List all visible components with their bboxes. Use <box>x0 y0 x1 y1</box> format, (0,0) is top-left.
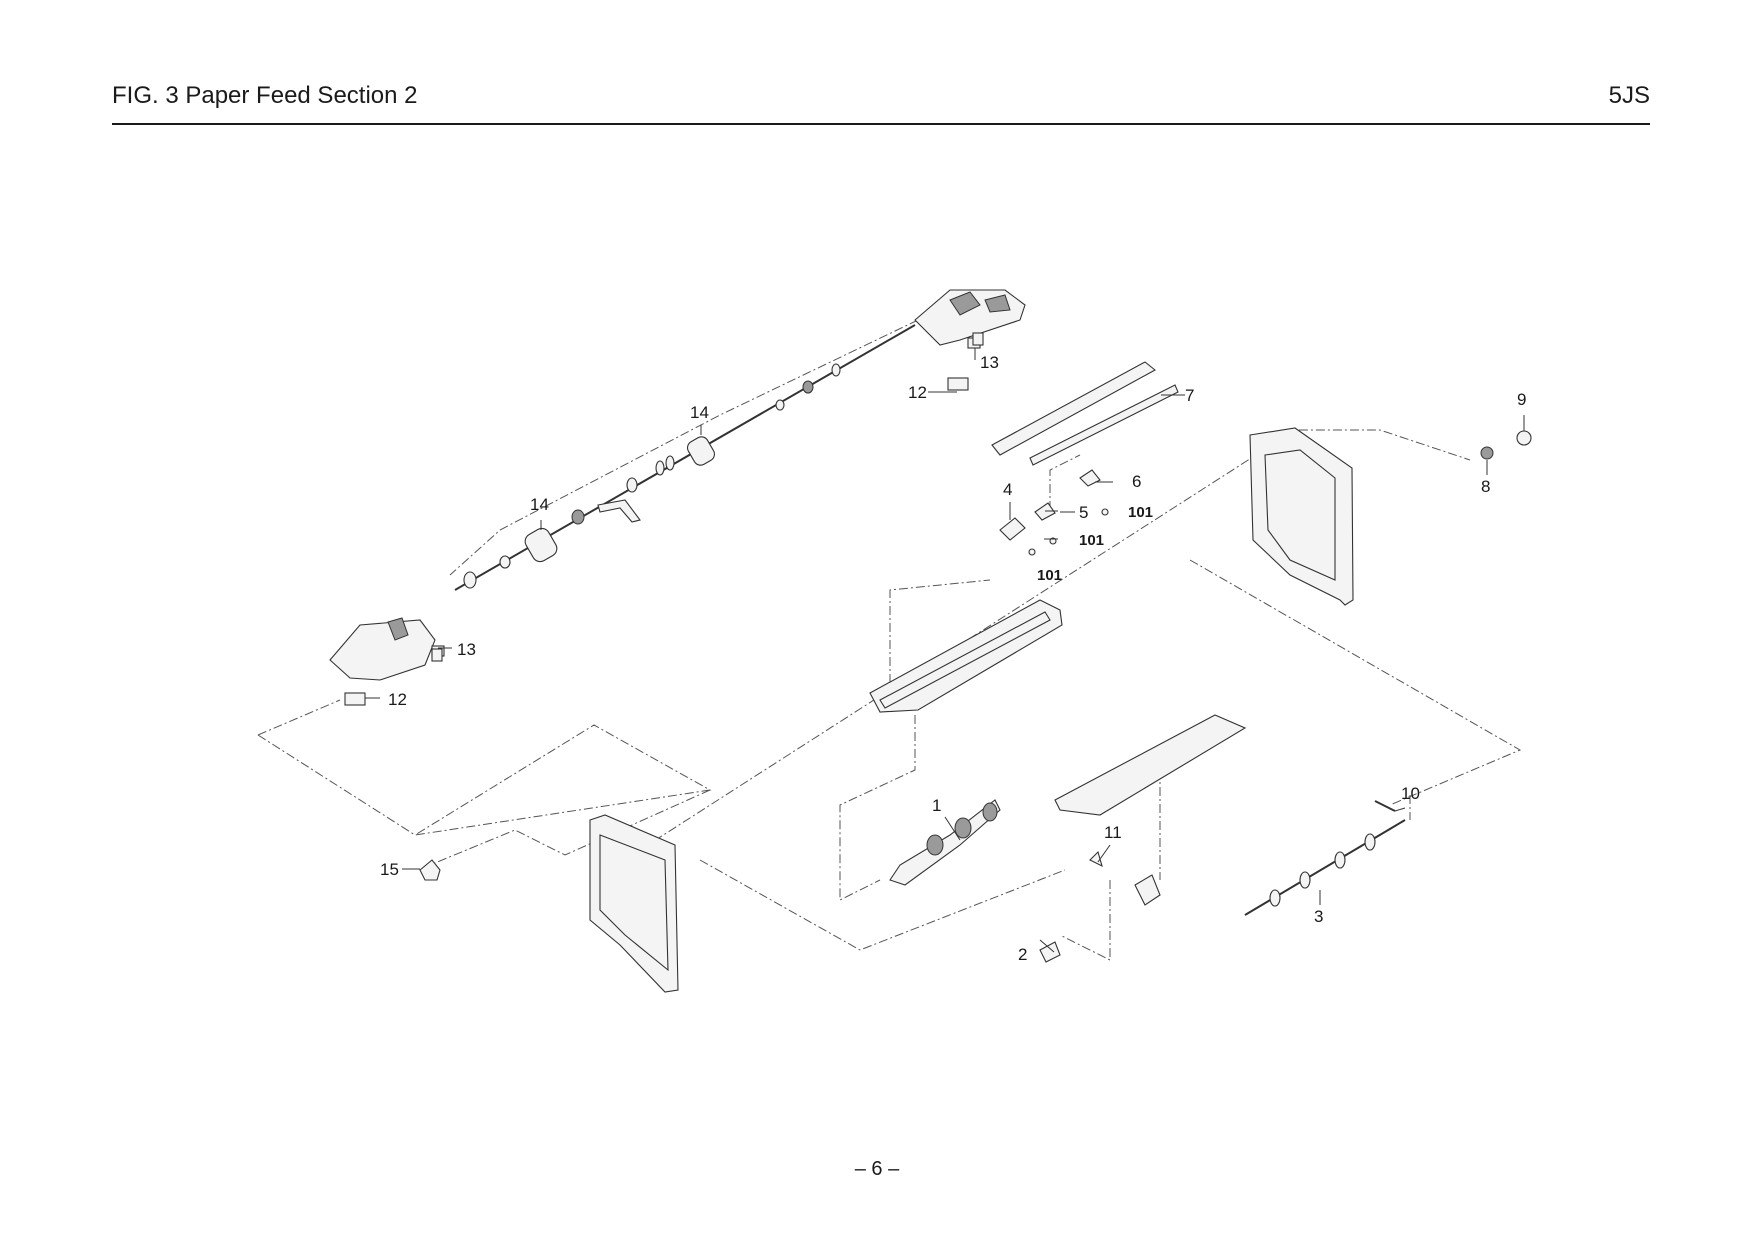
callout-2: 2 <box>1018 945 1027 964</box>
callout-11: 11 <box>1104 823 1122 842</box>
callout-101-b: 101 <box>1079 532 1104 549</box>
left-side-frame <box>589 814 679 993</box>
upper-conveying-guide <box>991 361 1179 466</box>
header-rule <box>112 123 1650 125</box>
drive-unit <box>889 799 1001 886</box>
callout-8: 8 <box>1481 477 1490 496</box>
callout-3: 3 <box>1314 907 1323 926</box>
callout-7: 7 <box>1185 386 1194 405</box>
lower-conveying-guide <box>1054 714 1247 816</box>
callout-labels: 1 2 3 4 5 6 7 8 9 10 11 12 12 13 13 14 1… <box>380 353 1526 964</box>
upper-feed-shaft <box>454 324 916 591</box>
right-side-frame <box>1249 427 1354 606</box>
bushing-parts <box>1480 430 1532 460</box>
callout-12-lower: 12 <box>388 690 407 709</box>
callout-6: 6 <box>1132 472 1141 491</box>
callout-13-upper: 13 <box>980 353 999 372</box>
callout-15: 15 <box>380 860 399 879</box>
brush-parts <box>344 332 984 706</box>
callout-101-c: 101 <box>1037 567 1062 584</box>
model-code: 5JS <box>1608 82 1650 109</box>
misc-parts <box>419 850 1161 963</box>
callout-14-upper: 14 <box>690 403 709 422</box>
lower-guide-unit <box>329 617 445 681</box>
callout-101-a: 101 <box>1128 504 1153 521</box>
callout-4: 4 <box>1003 480 1012 499</box>
upper-guide-unit <box>914 289 1026 349</box>
callout-13-lower: 13 <box>457 640 476 659</box>
callout-5: 5 <box>1079 503 1088 522</box>
callout-12-upper: 12 <box>908 383 927 402</box>
callout-leaders <box>365 348 1525 953</box>
figure-title: FIG. 3 Paper Feed Section 2 <box>112 82 418 109</box>
lower-roller-shaft <box>1244 800 1406 916</box>
callout-10: 10 <box>1401 784 1420 803</box>
callout-9: 9 <box>1517 390 1526 409</box>
middle-conveying-guide <box>869 599 1063 713</box>
callout-1: 1 <box>932 796 941 815</box>
assembly-guide-lines <box>257 319 1522 961</box>
page-number: – 6 – <box>854 1158 900 1180</box>
callout-14-lower: 14 <box>530 495 549 514</box>
